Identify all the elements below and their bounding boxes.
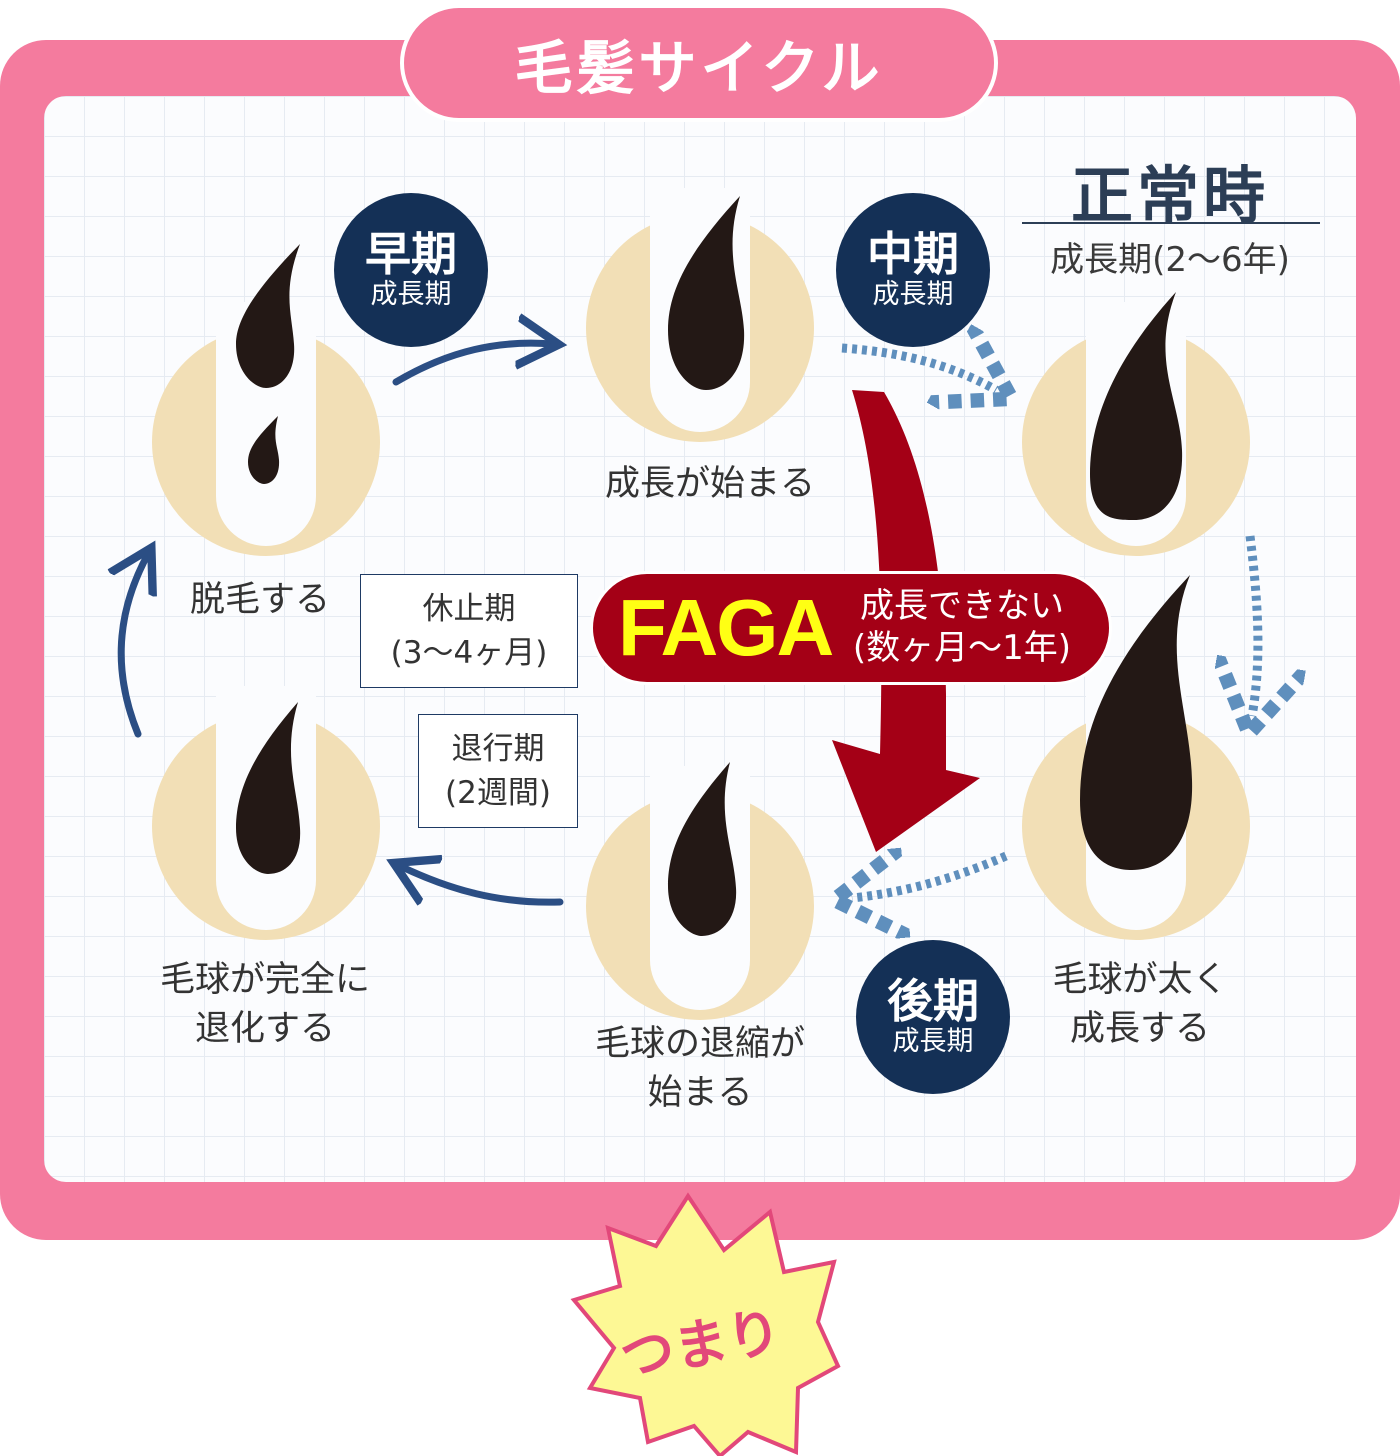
label-growth-starts: 成長が始まる <box>604 464 815 504</box>
box-resting-line2: (3〜4ヶ月) <box>390 635 548 671</box>
label-bulb-shrinks: 毛球の退縮が 始まる <box>550 1020 850 1118</box>
label-bulb-regresses: 毛球が完全に 退化する <box>110 956 420 1054</box>
faga-pill <box>590 571 1112 685</box>
box-regression-period: 退行期 (2週間) <box>418 714 578 828</box>
label-bulb-regresses-line1: 毛球が完全に <box>159 960 370 1000</box>
label-shed: 脱毛する <box>160 576 360 625</box>
faga-desc-line1: 成長できない <box>860 586 1064 626</box>
dashed-arrow-start-to-normal <box>841 348 996 390</box>
label-bulb-shrinks-line1: 毛球の退縮が <box>594 1024 805 1064</box>
hair-start <box>668 196 745 390</box>
badge-mid-growth: 中期 成長期 <box>836 193 990 347</box>
tsumari-burst <box>570 1192 841 1456</box>
hair-thick <box>1080 575 1193 870</box>
dashed-arrow-normal-to-thick <box>1250 535 1258 716</box>
badge-late-small: 成長期 <box>892 1026 974 1057</box>
faga-label: FAGA <box>618 583 834 672</box>
arrow-shrink-to-regress <box>400 866 564 906</box>
arrow-regress-to-shed <box>121 554 148 738</box>
hair-regress <box>236 702 301 874</box>
box-regression-line2: (2週間) <box>445 775 551 811</box>
normal-subtitle: 成長期(2〜6年) <box>1050 240 1290 280</box>
box-resting-line1: 休止期 <box>422 591 516 627</box>
title-pill: 毛髪サイクル <box>400 4 998 122</box>
label-bulb-thickens: 毛球が太く 成長する <box>1010 956 1270 1054</box>
faga-desc-line2: (数ヶ月〜1年) <box>852 628 1072 668</box>
normal-title: 正常時 <box>1070 159 1269 232</box>
hair-normal <box>1090 292 1183 520</box>
dashed-arrow-thick-to-shrink <box>852 856 1008 898</box>
label-bulb-thickens-line1: 毛球が太く <box>1052 960 1228 1000</box>
box-resting-period: 休止期 (3〜4ヶ月) <box>360 574 578 688</box>
badge-late-big: 後期 <box>887 974 979 1028</box>
label-bulb-shrinks-line2: 始まる <box>647 1073 753 1113</box>
normal-divider <box>1022 222 1320 224</box>
arrow-shed-to-start <box>392 343 552 386</box>
badge-mid-big: 中期 <box>867 227 959 281</box>
hair-shrink <box>668 762 737 936</box>
hair-shed-old <box>248 416 280 484</box>
badge-mid-small: 成長期 <box>872 279 954 310</box>
label-shed-text: 脱毛する <box>189 580 330 620</box>
label-bulb-regresses-line2: 退化する <box>194 1009 335 1049</box>
box-regression-line1: 退行期 <box>451 731 545 767</box>
badge-early-big: 早期 <box>365 227 457 281</box>
faga-description: 成長できない (数ヶ月〜1年) <box>842 585 1082 669</box>
label-bulb-thickens-line2: 成長する <box>1069 1009 1210 1049</box>
badge-early-growth: 早期 成長期 <box>334 193 488 347</box>
badge-late-growth: 後期 成長期 <box>856 940 1010 1094</box>
badge-early-small: 成長期 <box>370 279 452 310</box>
hair-shed-new <box>236 244 300 388</box>
